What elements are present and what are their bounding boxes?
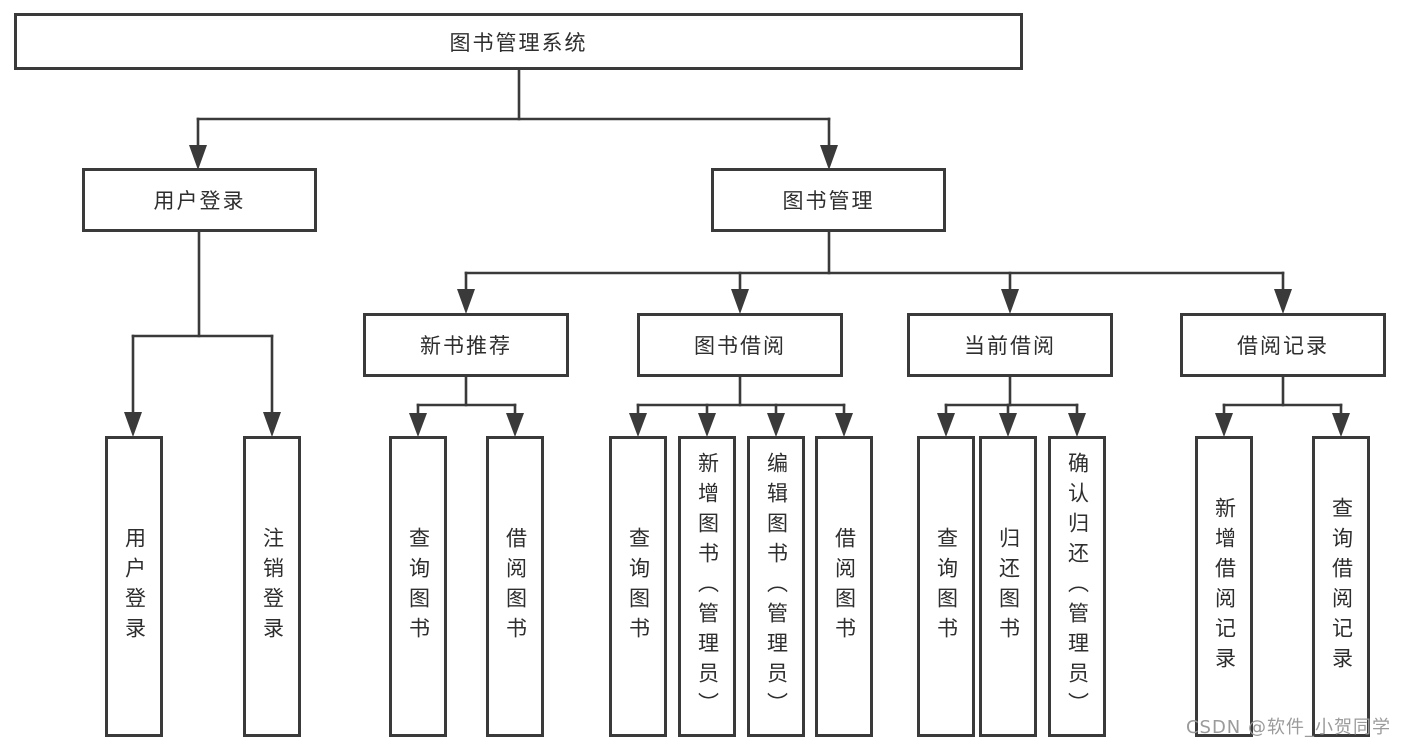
node-borrowing-records: 借阅记录	[1180, 313, 1386, 377]
node-label: 新增图书（管理员）	[695, 451, 720, 722]
node-label: 查询图书	[406, 526, 431, 647]
node-label: 注销登录	[260, 526, 285, 647]
arrow-down-icon	[409, 413, 427, 437]
node-book-borrowing: 图书借阅	[637, 313, 843, 377]
arrow-down-icon	[1274, 289, 1292, 314]
arrow-down-icon	[189, 145, 207, 170]
node-label: 归还图书	[996, 526, 1021, 647]
leaf-query-books: 查询图书	[389, 436, 447, 737]
arrow-down-icon	[629, 413, 647, 437]
leaf-return-books: 归还图书	[979, 436, 1037, 737]
node-library-management-system: 图书管理系统	[14, 13, 1023, 70]
arrow-down-icon	[457, 289, 475, 314]
node-label: 确认归还（管理员）	[1065, 451, 1090, 722]
leaf-add-borrow-record: 新增借阅记录	[1195, 436, 1253, 737]
arrow-down-icon	[835, 413, 853, 437]
node-label: 新书推荐	[420, 334, 512, 358]
arrow-down-icon	[1068, 413, 1086, 437]
arrow-down-icon	[820, 145, 838, 170]
node-label: 查询借阅记录	[1329, 496, 1354, 677]
leaf-query-books: 查询图书	[609, 436, 667, 737]
arrow-down-icon	[1001, 289, 1019, 314]
leaf-user-login: 用户登录	[105, 436, 163, 737]
node-label: 用户登录	[122, 526, 147, 647]
arrow-down-icon	[1215, 413, 1233, 437]
node-label: 用户登录	[153, 189, 246, 213]
node-label: 图书借阅	[694, 334, 786, 358]
leaf-query-borrow-record: 查询借阅记录	[1312, 436, 1370, 737]
node-label: 借阅记录	[1237, 334, 1329, 358]
arrow-down-icon	[124, 412, 142, 437]
leaf-borrow-books: 借阅图书	[486, 436, 544, 737]
node-label: 查询图书	[626, 526, 651, 647]
arrow-down-icon	[1332, 413, 1350, 437]
node-label: 新增借阅记录	[1212, 496, 1237, 677]
leaf-borrow-books: 借阅图书	[815, 436, 873, 737]
node-label: 查询图书	[934, 526, 959, 647]
leaf-confirm-return-admin: 确认归还（管理员）	[1048, 436, 1106, 737]
node-label: 当前借阅	[964, 334, 1056, 358]
watermark: CSDN @软件_小贺同学	[1185, 717, 1391, 738]
node-label: 借阅图书	[503, 526, 528, 647]
node-label: 图书管理系统	[449, 30, 588, 55]
node-current-borrowing: 当前借阅	[907, 313, 1113, 377]
leaf-query-books: 查询图书	[917, 436, 975, 737]
arrow-down-icon	[506, 413, 524, 437]
node-label: 编辑图书（管理员）	[764, 451, 789, 722]
node-book-management: 图书管理	[711, 168, 946, 232]
arrow-down-icon	[937, 413, 955, 437]
node-label: 图书管理	[782, 189, 875, 213]
node-user-login: 用户登录	[82, 168, 317, 232]
leaf-edit-books-admin: 编辑图书（管理员）	[747, 436, 805, 737]
node-new-book-recommendation: 新书推荐	[363, 313, 569, 377]
leaf-logout: 注销登录	[243, 436, 301, 737]
arrow-down-icon	[698, 413, 716, 437]
arrow-down-icon	[263, 412, 281, 437]
node-label: 借阅图书	[832, 526, 857, 647]
arrow-down-icon	[999, 413, 1017, 437]
arrow-down-icon	[731, 289, 749, 314]
leaf-add-books-admin: 新增图书（管理员）	[678, 436, 736, 737]
arrow-down-icon	[767, 413, 785, 437]
